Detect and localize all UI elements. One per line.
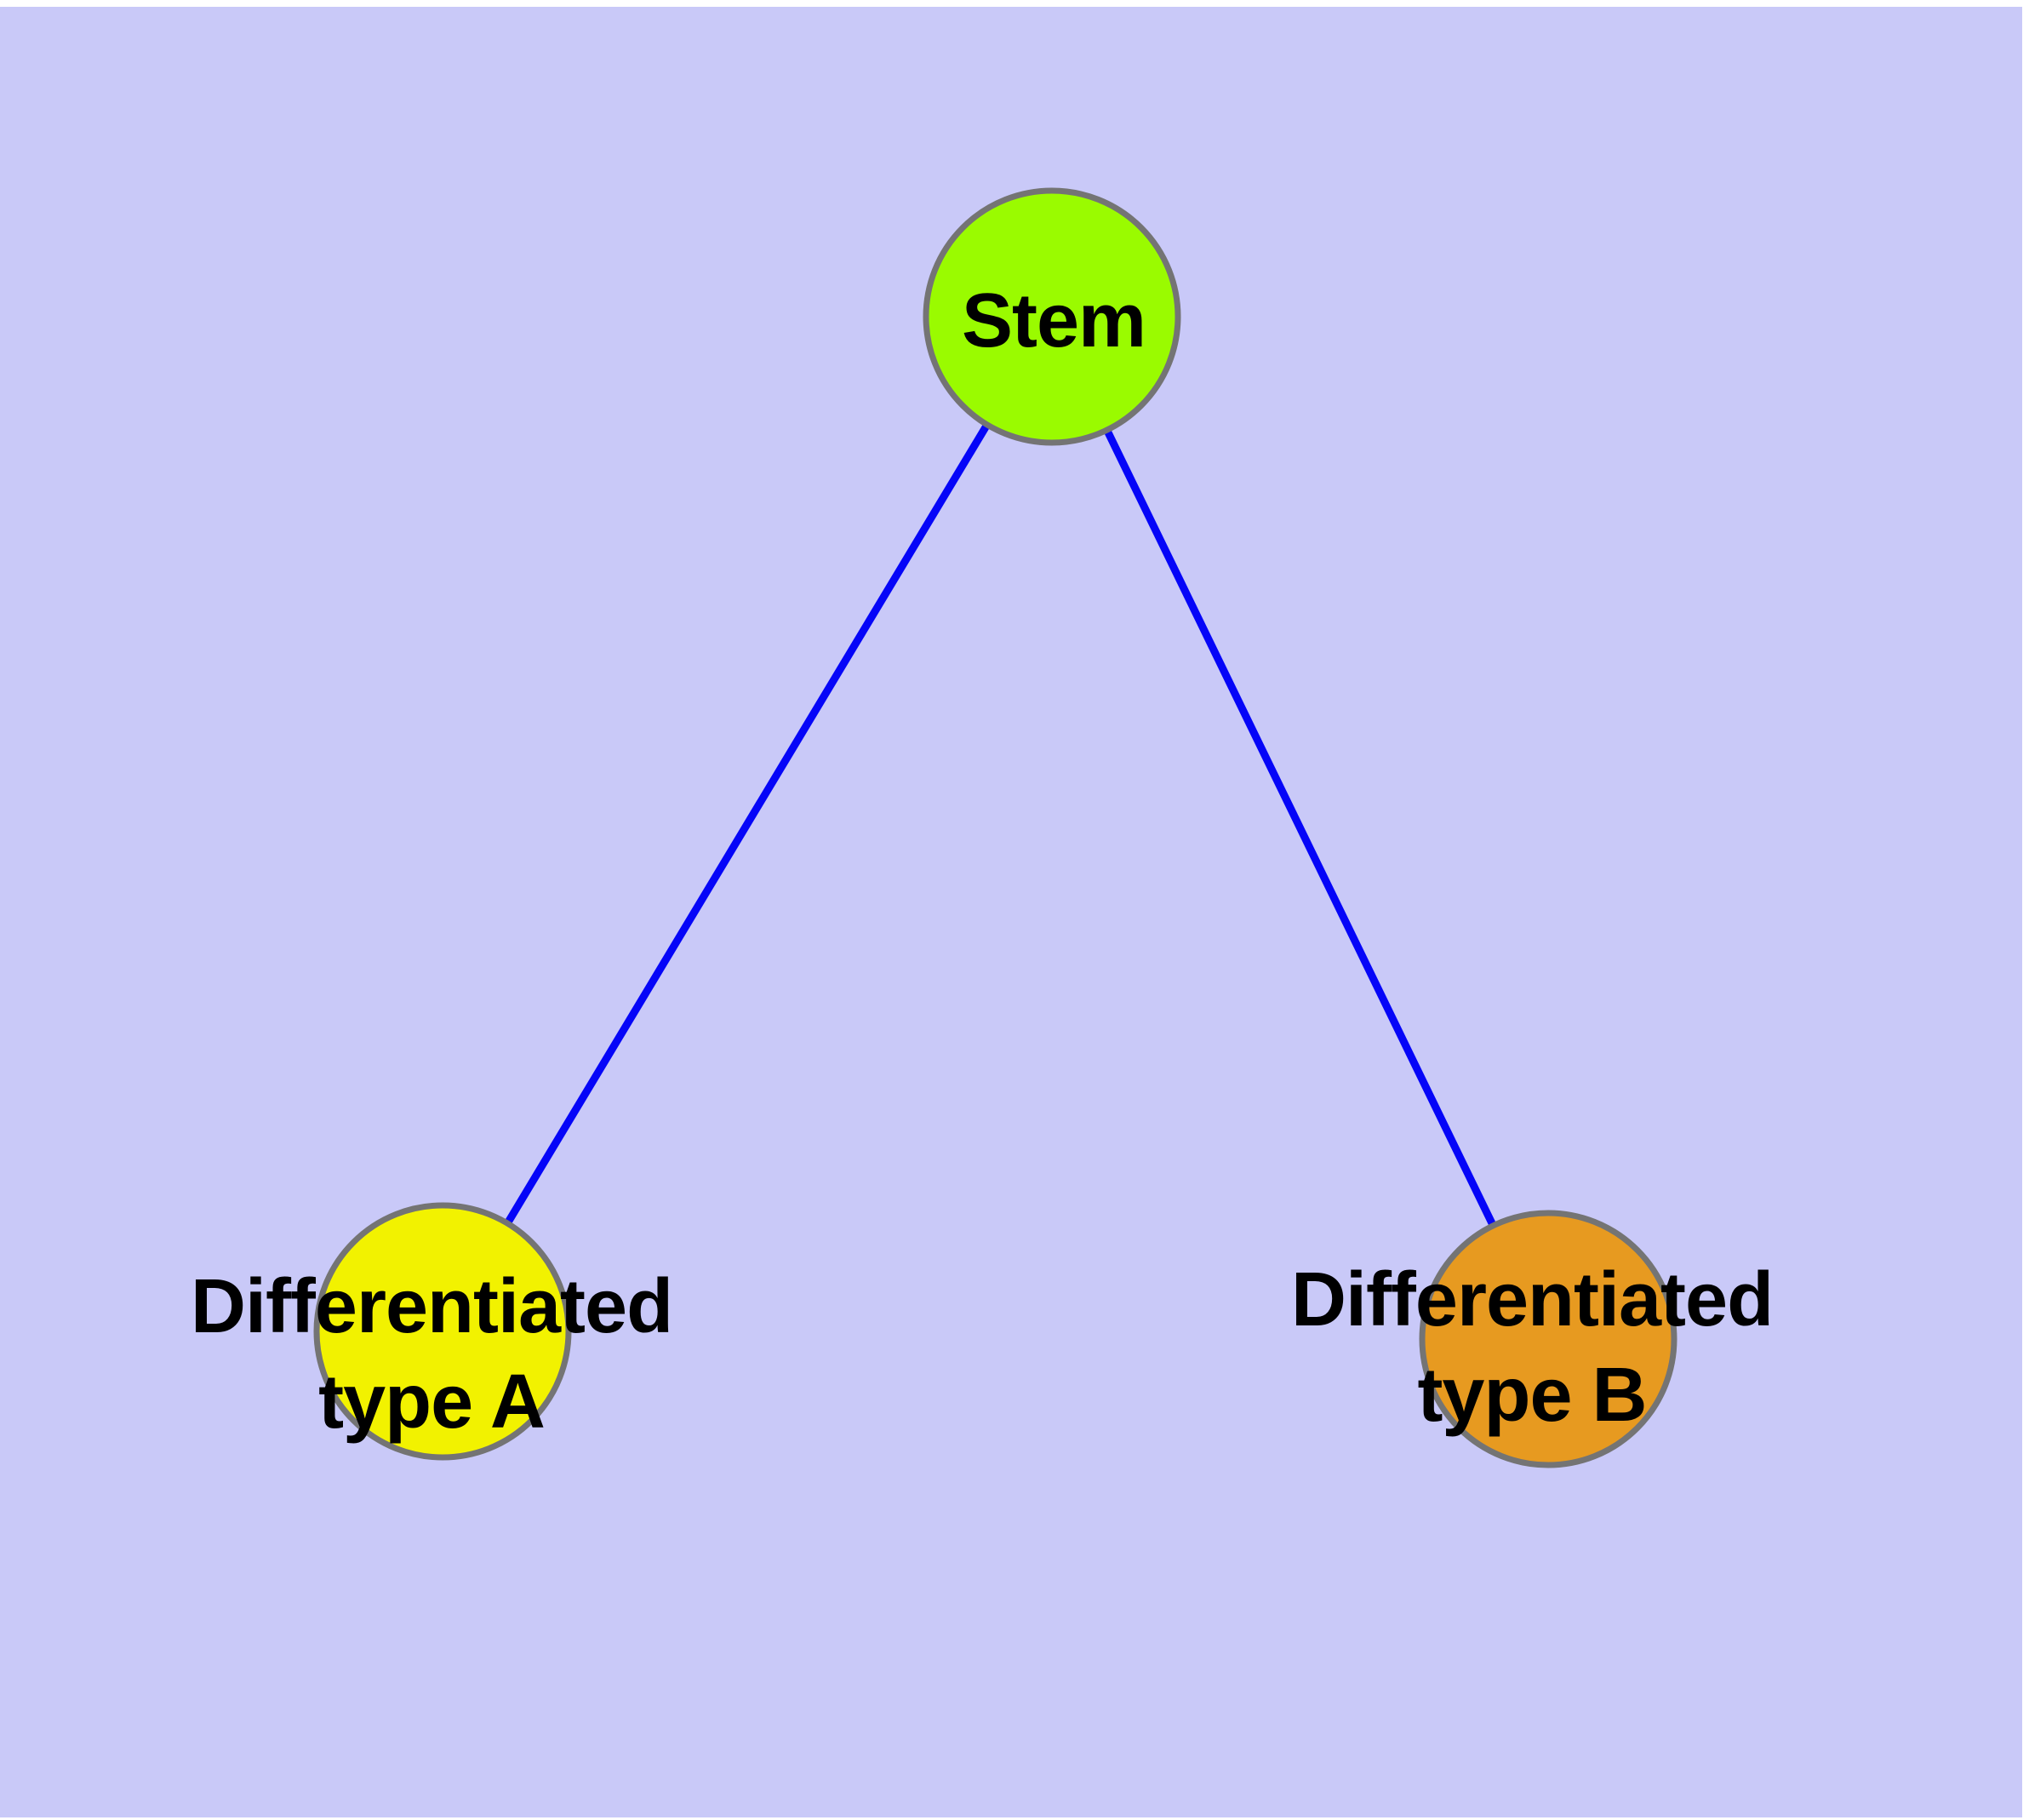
node-differentiated-type-b (1419, 1210, 1677, 1468)
node-type-a-label-line1: Differentiated (190, 1264, 673, 1349)
node-stem (923, 187, 1181, 446)
node-type-b-label-line1: Differentiated (1290, 1257, 1774, 1342)
node-stem-label-text: Stem (961, 278, 1146, 363)
node-type-b-label-line2: type B (1417, 1353, 1647, 1438)
node-type-a-label: Differentiated type A (190, 1259, 673, 1450)
node-stem-label: Stem (962, 273, 1146, 369)
node-type-a-label-line2: type A (318, 1359, 546, 1445)
node-type-b-label: Differentiated type B (1290, 1252, 1774, 1443)
edge-stem-to-type-a (438, 312, 1056, 1336)
node-differentiated-type-a (313, 1202, 572, 1461)
edge-stem-to-type-b (1048, 312, 1552, 1343)
